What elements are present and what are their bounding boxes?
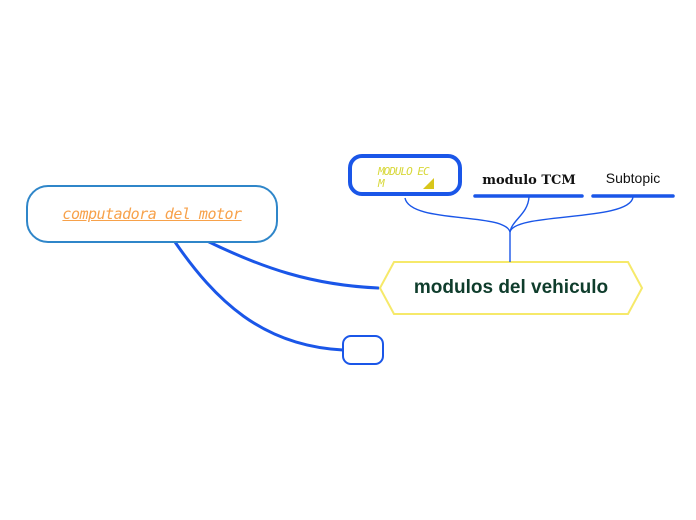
empty-topic-node[interactable] bbox=[342, 335, 384, 365]
subtopic-generic[interactable]: Subtopic bbox=[605, 170, 661, 186]
warning-triangle-icon bbox=[423, 178, 434, 189]
connector-central-to-main bbox=[203, 238, 380, 290]
connector-central-to-empty bbox=[173, 240, 345, 352]
subtopic-modulo-tcm[interactable]: modulo TCM bbox=[482, 172, 576, 188]
main-topic-shape[interactable] bbox=[378, 261, 644, 315]
subtopic-modulo-ecm[interactable]: MODULO ECM bbox=[348, 154, 462, 196]
main-topic-label[interactable]: modulos del vehiculo bbox=[413, 277, 609, 298]
central-topic-label: computadora del motor bbox=[62, 205, 242, 223]
connector-main-to-modulo-tcm bbox=[509, 196, 530, 233]
central-topic[interactable]: computadora del motor bbox=[26, 185, 278, 243]
connector-main-to-subtopic bbox=[509, 196, 634, 233]
connector-main-to-modulo-ecm bbox=[404, 197, 511, 233]
subtopic-modulo-ecm-label: MODULO ECM bbox=[378, 165, 430, 190]
